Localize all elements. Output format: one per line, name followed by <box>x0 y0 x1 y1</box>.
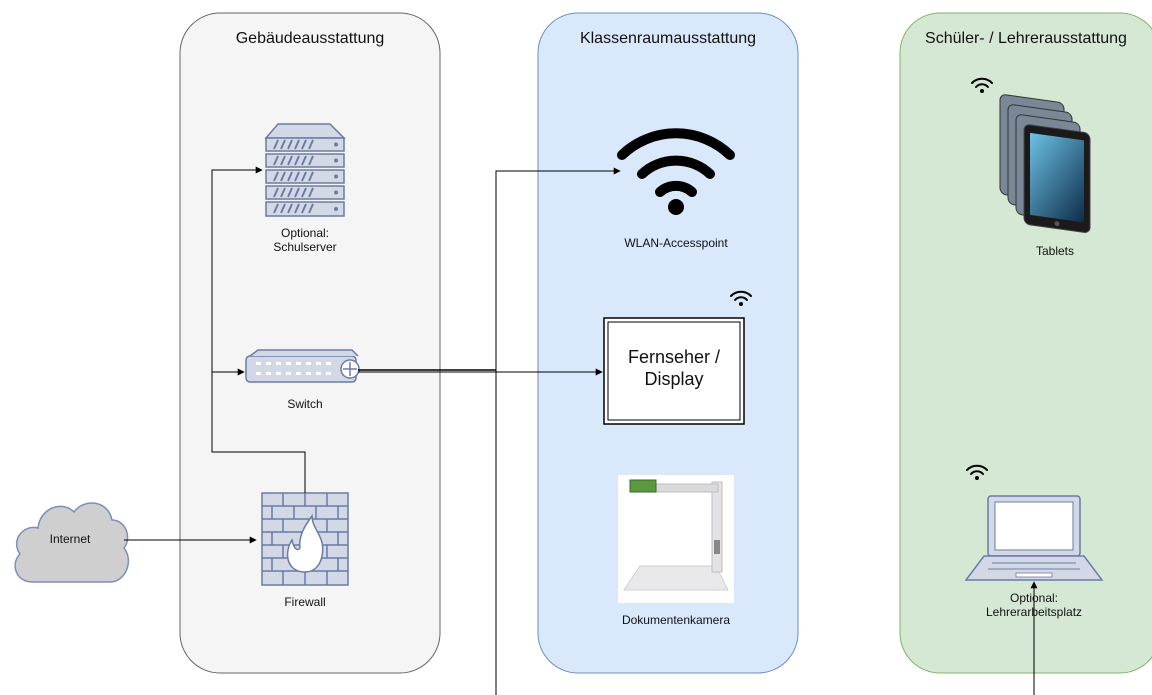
switch-icon <box>245 349 360 383</box>
firewall-icon <box>261 492 349 586</box>
server-label: Optional: Schulserver <box>245 226 365 254</box>
document-camera-image <box>618 475 734 603</box>
server-icon <box>264 123 346 217</box>
display-box <box>603 317 745 425</box>
laptop-icon <box>964 495 1104 581</box>
tablets-label: Tablets <box>1035 244 1075 258</box>
cloud-icon <box>14 502 130 583</box>
display-label-line1: Fernseher / <box>627 347 721 367</box>
column-title-classroom: Klassenraumausstattung <box>579 30 757 47</box>
doccam-label: Dokumentenkamera <box>621 613 731 627</box>
column-title-building: Gebäudeausstattung <box>235 30 385 47</box>
wifi-dot <box>668 199 684 215</box>
wifi-small-display-icon <box>730 290 752 301</box>
server-label-line1: Optional: <box>280 226 330 240</box>
column-building <box>179 12 441 674</box>
wifi-small-tablets-icon <box>971 77 993 88</box>
accesspoint-label: WLAN-Accesspoint <box>624 236 728 250</box>
switch-label: Switch <box>287 397 323 411</box>
laptop-label-line2: Lehrerarbeitsplatz <box>985 605 1083 619</box>
wifi-icon <box>617 128 735 197</box>
server-label-line2: Schulserver <box>273 240 337 254</box>
connector-lines <box>124 166 1038 695</box>
display-label-line2: Display <box>644 369 704 389</box>
tablet-stack-icon <box>999 94 1091 233</box>
firewall-label: Firewall <box>284 595 326 609</box>
column-title-people: Schüler- / Lehrerausstattung <box>925 30 1127 47</box>
laptop-label: Optional: Lehrerarbeitsplatz <box>974 591 1094 619</box>
internet-label: Internet <box>49 532 91 546</box>
wifi-small-laptop-icon <box>966 464 988 475</box>
display-label: Fernseher / Display <box>604 346 744 390</box>
laptop-label-line1: Optional: <box>1009 591 1059 605</box>
